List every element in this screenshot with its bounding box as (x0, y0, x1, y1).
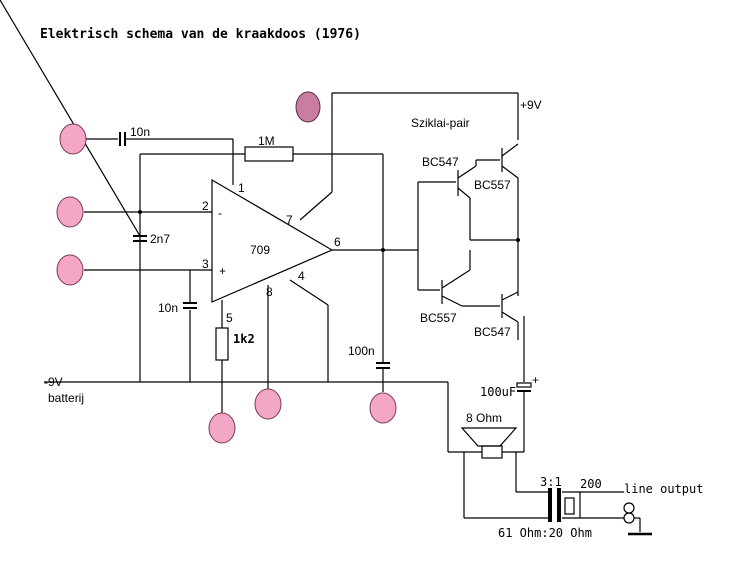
label-supply-neg: -9V (44, 375, 63, 389)
capacitor-input-10n (119, 132, 126, 146)
label-r-feedback: 1M (258, 134, 275, 148)
label-r-200: 200 (580, 477, 602, 491)
label-q3: BC557 (420, 311, 457, 325)
line-output-terminal-top[interactable] (623, 502, 635, 514)
touch-pad-input-2[interactable] (56, 196, 84, 228)
label-plus: + (219, 264, 226, 278)
label-supply-pos: +9V (520, 98, 542, 112)
label-battery: batterij (48, 391, 84, 405)
resistor-1k2 (215, 327, 229, 361)
touch-pad-supply[interactable] (295, 91, 321, 123)
label-sziklai: Sziklai-pair (411, 116, 470, 130)
line-output-terminal-bottom[interactable] (623, 512, 635, 524)
label-c-100uf: 100uF (480, 385, 516, 399)
label-pin1: 1 (238, 181, 245, 195)
diagram-title: Elektrisch schema van de kraakdoos (1976… (40, 27, 361, 42)
label-pin8: 8 (266, 285, 273, 299)
label-pin5: 5 (226, 311, 233, 325)
opamp-709 (211, 178, 334, 303)
label-opamp: 709 (250, 243, 270, 257)
label-pin6: 6 (334, 235, 341, 249)
label-q4: BC547 (474, 325, 511, 339)
label-c-input: 10n (130, 125, 150, 139)
touch-pad-pin8[interactable] (254, 388, 282, 420)
label-line-output: line output (624, 482, 703, 496)
label-q1: BC547 (422, 155, 459, 169)
capacitor-100n (376, 362, 390, 369)
label-c-plus: + (532, 373, 539, 387)
touch-pad-output[interactable] (369, 392, 397, 424)
label-minus: - (218, 206, 222, 220)
speaker-8-ohm (460, 427, 518, 459)
label-speaker: 8 Ohm (466, 411, 502, 425)
label-q2: BC557 (474, 178, 511, 192)
label-c-100n: 100n (348, 344, 375, 358)
label-r-1k2: 1k2 (233, 332, 255, 346)
touch-pad-input-3[interactable] (56, 254, 84, 286)
touch-pad-input-1[interactable] (59, 123, 87, 155)
wires (0, 0, 652, 536)
resistor-200 (564, 497, 575, 515)
label-c-mid: 2n7 (150, 232, 170, 246)
touch-pad-pin5[interactable] (208, 412, 236, 444)
capacitor-100uf (516, 382, 532, 392)
junction-dots (138, 210, 520, 252)
resistor-1m (244, 146, 294, 162)
capacitor-2n7 (133, 235, 147, 242)
label-pin7: 7 (286, 213, 293, 227)
capacitor-10n-low (183, 302, 197, 309)
label-pin4: 4 (298, 269, 305, 283)
label-ratio: 3:1 (540, 475, 562, 489)
label-pin3: 3 (202, 257, 209, 271)
label-pin2: 2 (202, 199, 209, 213)
transformer-3-1 (548, 488, 561, 522)
label-impedance: 61 Ohm:20 Ohm (498, 526, 592, 540)
label-c-low: 10n (158, 301, 178, 315)
